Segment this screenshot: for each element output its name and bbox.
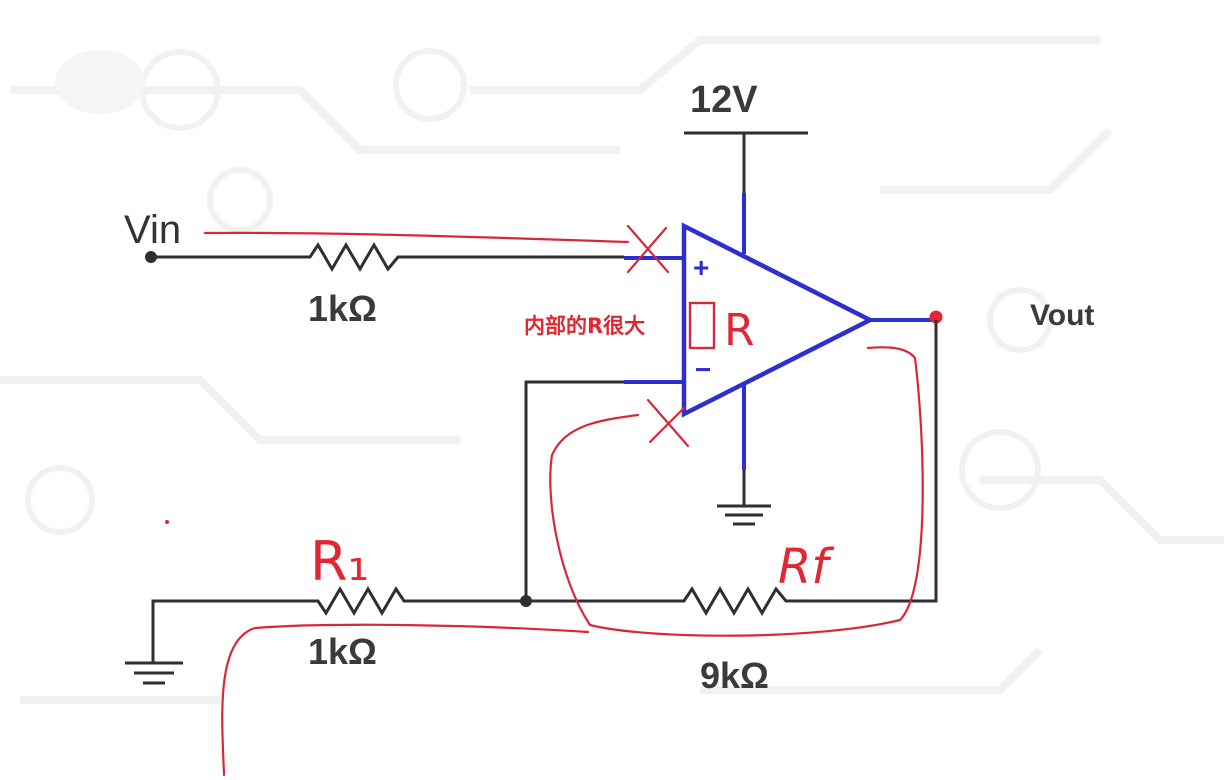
supply-rail: 12V <box>684 79 808 254</box>
supply-label: 12V <box>690 79 758 121</box>
lower-loop-stroke <box>221 623 590 777</box>
internal-r-note: 内部的R很大 <box>524 314 645 338</box>
vout-node <box>929 310 943 324</box>
feedback-network: 1kΩ 9kΩ <box>125 320 938 696</box>
rf-value: 9kΩ <box>700 655 769 696</box>
r1-value: 1kΩ <box>308 631 377 672</box>
internal-r-box <box>688 301 716 350</box>
input-resistor-value: 1kΩ <box>308 288 377 329</box>
vin-label: Vin <box>124 208 181 252</box>
background-pattern <box>0 36 1224 704</box>
op-amp-triangle <box>681 222 875 418</box>
vout-label: Vout <box>1030 299 1094 332</box>
r-symbol-note: R <box>724 305 755 356</box>
rf-note: Rf <box>778 539 834 595</box>
x-mark-plus <box>626 224 670 274</box>
input-branch: Vin 1kΩ <box>124 208 624 329</box>
r1-note: R₁ <box>310 530 369 593</box>
minus-sign: − <box>695 354 711 385</box>
plus-sign: + <box>693 252 709 283</box>
hand-annotations: 内部的R很大 R R₁ Rf <box>165 224 924 777</box>
x-mark-minus <box>646 398 690 448</box>
opamp-ground <box>717 385 771 526</box>
stray-dot <box>165 520 169 524</box>
loop-stroke <box>549 346 924 637</box>
vin-arrow-stroke <box>203 231 630 244</box>
output-branch: Vout <box>929 299 1094 332</box>
op-amp: + − <box>624 222 935 418</box>
